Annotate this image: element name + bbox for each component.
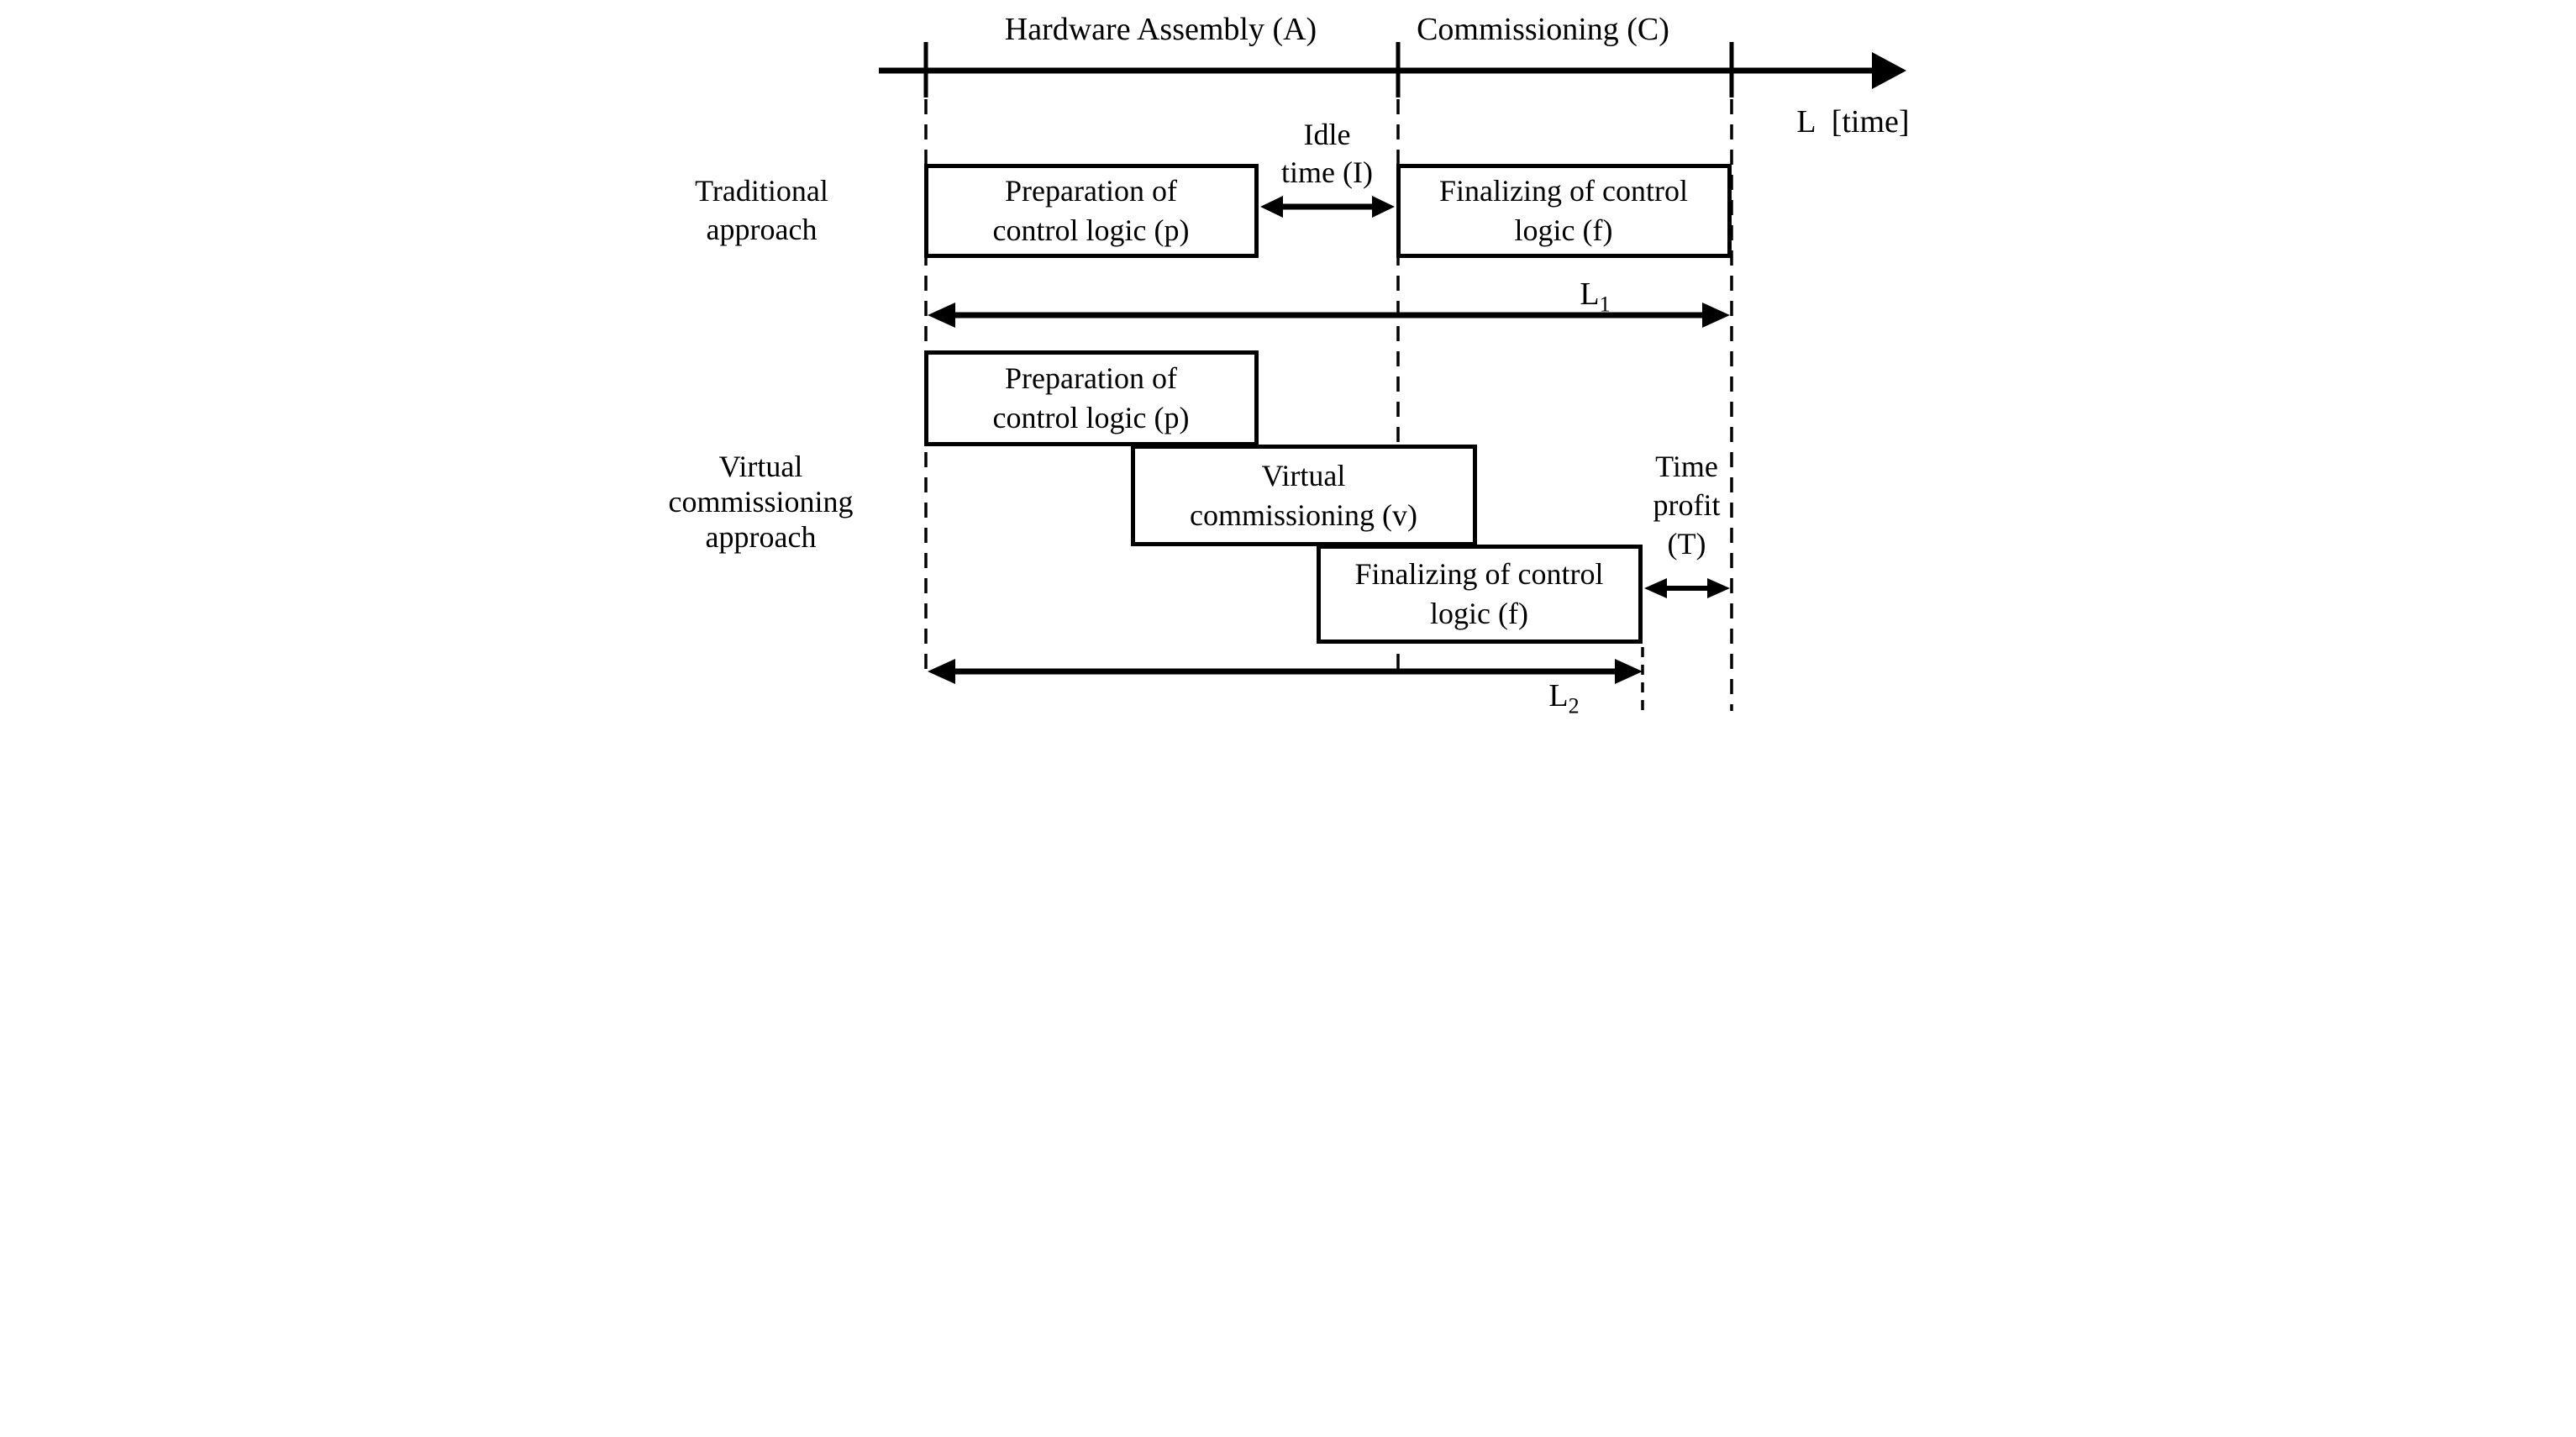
task-label-line: logic (f) (1430, 597, 1528, 630)
idle-time-arrowhead-left-icon (1259, 196, 1283, 218)
row-label-traditional-approach: Traditional approach (657, 171, 867, 249)
row-label-virtual-line2: commissioning (668, 485, 854, 518)
phase-label-commissioning: Commissioning (C) (1417, 12, 1669, 47)
task-box-virtual-preparation: Preparation of control logic (p) (923, 350, 1259, 446)
time-profit-label-line1: Time (1655, 450, 1718, 483)
task-label-line: control logic (p) (992, 213, 1190, 247)
time-axis-label: L [time] (1796, 104, 1910, 139)
l1-arrowhead-left-icon (927, 303, 955, 328)
row-label-virtual-line3: approach (705, 520, 817, 554)
time-profit-label-line2: profit (1653, 488, 1721, 522)
time-profit-label-line3: (T) (1667, 527, 1706, 561)
task-label-line: control logic (p) (992, 401, 1190, 434)
l1-subscript: 1 (1599, 292, 1611, 317)
l2-subscript: 2 (1568, 693, 1580, 718)
task-label-line: Finalizing of control (1439, 174, 1688, 208)
task-label-line: Preparation of (1005, 174, 1177, 208)
lead-time-l1-label: L1 (1569, 276, 1622, 315)
idle-time-arrowhead-right-icon (1371, 196, 1395, 218)
idle-time-label: Idle time (I) (1259, 116, 1396, 192)
task-label-line: commissioning (v) (1190, 497, 1417, 532)
row-label-virtual-line1: Virtual (718, 450, 803, 483)
row-label-traditional-line2: approach (706, 213, 817, 246)
task-box-traditional-preparation: Preparation of control logic (p) (923, 164, 1259, 258)
time-profit-arrowhead-left-icon (1643, 578, 1667, 598)
task-label-line: logic (f) (1514, 213, 1613, 247)
row-label-traditional-line1: Traditional (695, 174, 828, 208)
l1-main: L (1580, 276, 1600, 312)
virtual-commissioning-timeline-diagram: Hardware Assembly (A) Commissioning (C) … (644, 0, 1932, 718)
row-label-virtual-commissioning-approach: Virtual commissioning approach (653, 449, 870, 555)
time-profit-arrowhead-right-icon (1706, 578, 1730, 598)
l2-main: L (1548, 678, 1569, 713)
task-box-virtual-finalizing: Finalizing of control logic (f) (1316, 545, 1643, 644)
task-label-line: Finalizing of control (1354, 557, 1604, 592)
task-label-line: Virtual (1261, 458, 1346, 492)
idle-time-label-line1: Idle (1303, 118, 1351, 151)
phase-label-hardware-assembly: Hardware Assembly (A) (1004, 12, 1317, 47)
time-axis-arrowhead-icon (1871, 52, 1906, 89)
idle-time-label-line2: time (I) (1281, 155, 1373, 189)
task-label-line: Preparation of (1005, 361, 1177, 396)
time-profit-label: Time profit (T) (1641, 447, 1733, 563)
task-box-virtual-commissioning: Virtual commissioning (v) (1130, 445, 1477, 546)
l2-arrowhead-right-icon (1614, 659, 1643, 684)
diagram-linework (878, 42, 1906, 716)
l2-arrowhead-left-icon (927, 659, 955, 684)
task-box-traditional-finalizing: Finalizing of control logic (f) (1396, 164, 1732, 258)
lead-time-l2-label: L2 (1538, 678, 1591, 717)
l1-arrowhead-right-icon (1701, 303, 1730, 328)
